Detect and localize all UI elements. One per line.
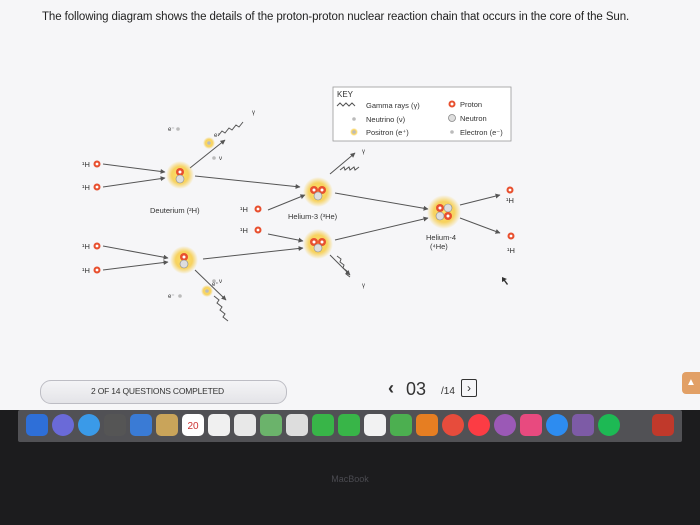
side-chevron-tab[interactable]: ▲: [682, 372, 700, 394]
launchpad-icon[interactable]: [104, 414, 126, 436]
progress-label: 2 OF 14 QUESTIONS COMPLETED: [91, 386, 224, 396]
key-positron-label: Positron (e⁺): [366, 128, 409, 137]
neutron-icon: [449, 115, 456, 122]
svg-text:¹H: ¹H: [82, 183, 90, 192]
news-icon[interactable]: [442, 414, 464, 436]
helium4-label-formula: (⁴He): [430, 242, 448, 251]
deuterium-nucleus-bottom: [170, 246, 198, 274]
music-icon[interactable]: [468, 414, 490, 436]
proton-proton-chain-diagram: KEY Gamma rays (γ) Neutrino (ν) Positron…: [0, 0, 700, 370]
maps-icon[interactable]: [260, 414, 282, 436]
helium4-nucleus: [427, 195, 461, 229]
svg-text:¹H: ¹H: [507, 246, 515, 255]
svg-text:¹H: ¹H: [82, 242, 90, 251]
calendar-day: 20: [187, 421, 198, 432]
contacts-icon[interactable]: [156, 414, 178, 436]
svg-text:¹H: ¹H: [82, 160, 90, 169]
facetime-icon[interactable]: [338, 414, 360, 436]
notes-icon[interactable]: [208, 414, 230, 436]
mouse-cursor-icon: [502, 277, 508, 285]
helium3-nucleus-top: [303, 177, 333, 207]
spotify-icon[interactable]: [598, 414, 620, 436]
question-pager: ‹ 03 /14 ›: [388, 378, 498, 402]
key-gamma-label: Gamma rays (γ): [366, 101, 420, 110]
keynote-icon[interactable]: [416, 414, 438, 436]
reminders-icon[interactable]: [234, 414, 256, 436]
key-proton-label: Proton: [460, 100, 482, 109]
messages-icon[interactable]: [312, 414, 334, 436]
mail-icon[interactable]: [130, 414, 152, 436]
deuterium-nucleus-top: [166, 161, 194, 189]
key-title: KEY: [337, 90, 354, 99]
calendar-icon[interactable]: 20: [182, 414, 204, 436]
svg-text:¹H: ¹H: [506, 196, 514, 205]
current-question-number: 03: [406, 379, 426, 400]
macbook-bezel-label: MacBook: [0, 474, 700, 484]
books-icon[interactable]: [520, 414, 542, 436]
svg-text:γ: γ: [362, 149, 365, 155]
deuterium-label: Deuterium (²H): [150, 206, 200, 215]
helium4-label: Helium-4: [426, 233, 456, 242]
svg-text:γ: γ: [362, 283, 365, 289]
emission-bottom: e⁺ e⁻ ν: [168, 279, 228, 321]
output-protons: ¹H ¹H: [506, 187, 515, 256]
screen: The following diagram shows the details …: [0, 0, 700, 410]
podcasts-icon[interactable]: [494, 414, 516, 436]
progress-bar: 2 OF 14 QUESTIONS COMPLETED: [40, 380, 287, 404]
positron-icon: [352, 130, 356, 134]
neutrino-icon: [352, 117, 356, 121]
svg-text:e⁻: e⁻: [168, 294, 175, 300]
key-electron-label: Electron (e⁻): [460, 128, 503, 137]
svg-text:e⁺: e⁺: [214, 132, 221, 139]
total-questions: /14: [441, 386, 455, 397]
key-neutrino-label: Neutrino (ν): [366, 115, 406, 124]
key-legend: KEY Gamma rays (γ) Neutrino (ν) Positron…: [333, 87, 511, 141]
svg-text:ν: ν: [219, 156, 222, 162]
helium3-nucleus-bottom: [303, 229, 333, 259]
gamma-ray-mid-top-icon: [340, 167, 359, 170]
siri-icon[interactable]: [52, 414, 74, 436]
mac-dock: 20: [18, 410, 682, 442]
middle-protons: ¹H ¹H: [240, 205, 262, 235]
electron-icon: [450, 130, 454, 134]
svg-text:e⁻: e⁻: [168, 127, 175, 133]
finder-icon[interactable]: [26, 414, 48, 436]
svg-text:¹H: ¹H: [240, 205, 248, 214]
pages-icon[interactable]: [364, 414, 386, 436]
next-question-button[interactable]: ›: [461, 379, 477, 397]
gamma-ray-top-icon: [218, 122, 243, 136]
input-protons: ¹H ¹H ¹H ¹H: [82, 160, 101, 275]
svg-text:γ: γ: [252, 110, 255, 116]
safari-icon[interactable]: [78, 414, 100, 436]
viber-icon[interactable]: [572, 414, 594, 436]
svg-text:ν: ν: [219, 279, 222, 285]
app-store-icon[interactable]: [546, 414, 568, 436]
svg-text:¹H: ¹H: [82, 266, 90, 275]
gamma-ray-mid-bottom-icon: [337, 256, 350, 277]
prev-question-button[interactable]: ‹: [388, 378, 394, 399]
acrobat-icon[interactable]: [652, 414, 674, 436]
key-neutron-label: Neutron: [460, 114, 487, 123]
emission-top: e⁺ e⁻ ν γ: [168, 110, 255, 162]
helium3-label: Helium-3 (³He): [288, 212, 338, 221]
photos-icon[interactable]: [286, 414, 308, 436]
numbers-icon[interactable]: [390, 414, 412, 436]
svg-text:¹H: ¹H: [240, 226, 248, 235]
